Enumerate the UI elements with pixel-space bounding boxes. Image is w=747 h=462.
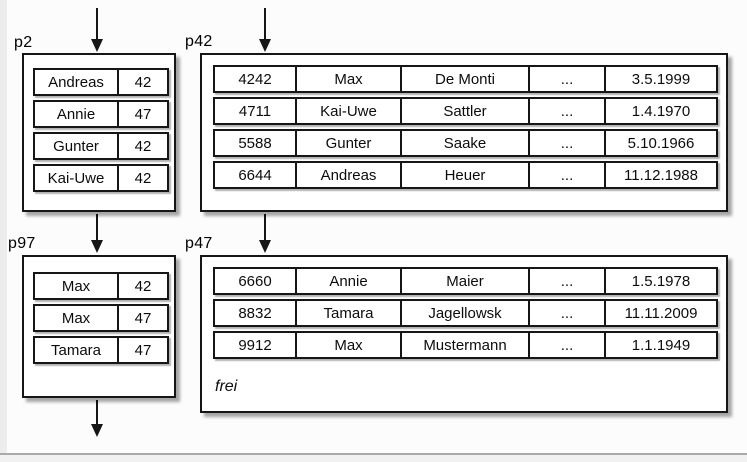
table-cell: Maier (402, 269, 530, 293)
arrow-out-of-p97-head-icon (91, 424, 103, 437)
table-cell: Annie (297, 269, 402, 293)
table-row: 5588 Gunter Saake ... 5.10.1966 (213, 129, 718, 157)
table-cell: 3.5.1999 (631, 70, 691, 88)
table-cell: ... (530, 269, 606, 293)
page-edge-strip (0, 0, 7, 460)
table-cell: ... (530, 67, 606, 91)
table-cell: Max (35, 306, 119, 330)
arrow-p42-to-p47-line (264, 214, 266, 242)
page-label-p97: p97 (8, 235, 36, 252)
table-row: 9912 Max Mustermann ... 1.1.1949 (213, 331, 718, 359)
table-row: Annie 47 (33, 100, 169, 128)
table-cell: 8832 (215, 301, 297, 325)
table-cell: Annie (35, 102, 119, 126)
page-box-p47: 6660 Annie Maier ... 1.5.1978 8832 Tamar… (200, 255, 728, 413)
page-p47-table: 6660 Annie Maier ... 1.5.1978 8832 Tamar… (213, 267, 718, 363)
table-cell: 5588 (215, 131, 297, 155)
table-cell: 4242 (215, 67, 297, 91)
free-space-label: frei (215, 378, 238, 395)
table-row: 6644 Andreas Heuer ... 11.12.1988 (213, 161, 718, 189)
arrow-p2-to-p97-line (96, 214, 98, 242)
table-cell: ... (530, 131, 606, 155)
table-cell: 47 (134, 341, 152, 359)
table-cell: 6660 (215, 269, 297, 293)
table-cell: 42 (134, 73, 152, 91)
page-box-p2: Andreas 42 Annie 47 Gunter 42 Kai-Uwe 42 (22, 53, 176, 212)
slide-bottom-border (0, 453, 747, 462)
table-cell: 47 (134, 309, 152, 327)
arrow-into-p2-line (96, 8, 98, 41)
table-cell: Max (297, 333, 402, 357)
table-cell: 1.5.1978 (631, 272, 691, 290)
arrow-into-p2-head-icon (91, 39, 103, 52)
table-cell: Tamara (35, 338, 119, 362)
table-cell: Gunter (35, 134, 119, 158)
table-cell: Kai-Uwe (35, 166, 119, 190)
table-cell: Heuer (402, 163, 530, 187)
table-cell: ... (530, 301, 606, 325)
table-row: Gunter 42 (33, 132, 169, 160)
arrow-out-of-p97-line (96, 400, 98, 426)
table-cell: 42 (134, 277, 152, 295)
table-cell: Jagellowsk (402, 301, 530, 325)
table-cell: 42 (134, 169, 152, 187)
table-row: Kai-Uwe 42 (33, 164, 169, 192)
table-row: 8832 Tamara Jagellowsk ... 11.11.2009 (213, 299, 718, 327)
table-cell: Gunter (297, 131, 402, 155)
table-cell: Tamara (297, 301, 402, 325)
page-label-p2: p2 (14, 34, 33, 51)
table-cell: ... (530, 99, 606, 123)
table-cell: Sattler (402, 99, 530, 123)
table-cell: 9912 (215, 333, 297, 357)
table-cell: Kai-Uwe (297, 99, 402, 123)
table-cell: Max (297, 67, 402, 91)
table-cell: 1.4.1970 (631, 102, 691, 120)
table-row: 4711 Kai-Uwe Sattler ... 1.4.1970 (213, 97, 718, 125)
table-cell: 42 (134, 137, 152, 155)
table-cell: 47 (134, 105, 152, 123)
table-cell: 5.10.1966 (627, 134, 695, 152)
page-p42-table: 4242 Max De Monti ... 3.5.1999 4711 Kai-… (213, 65, 718, 193)
arrow-into-p42-head-icon (259, 39, 271, 52)
table-cell: Mustermann (402, 333, 530, 357)
arrow-into-p42-line (264, 8, 266, 41)
page-box-p97: Max 42 Max 47 Tamara 47 (22, 255, 176, 398)
table-cell: Andreas (35, 70, 119, 94)
table-row: Tamara 47 (33, 336, 169, 364)
table-row: 4242 Max De Monti ... 3.5.1999 (213, 65, 718, 93)
table-cell: ... (530, 333, 606, 357)
page-p97-table: Max 42 Max 47 Tamara 47 (33, 272, 169, 368)
table-cell: Max (35, 274, 119, 298)
table-cell: 1.1.1949 (631, 336, 691, 354)
table-row: Max 42 (33, 272, 169, 300)
table-row: 6660 Annie Maier ... 1.5.1978 (213, 267, 718, 295)
table-row: Andreas 42 (33, 68, 169, 96)
table-cell: 11.12.1988 (624, 166, 698, 184)
table-cell: 4711 (215, 99, 297, 123)
table-cell: 11.11.2009 (624, 304, 698, 322)
arrow-p42-to-p47-head-icon (259, 240, 271, 253)
table-cell: ... (530, 163, 606, 187)
table-cell: Saake (402, 131, 530, 155)
page-label-p42: p42 (185, 33, 213, 50)
page-label-p47: p47 (185, 235, 213, 252)
table-cell: Andreas (297, 163, 402, 187)
page-box-p42: 4242 Max De Monti ... 3.5.1999 4711 Kai-… (200, 53, 728, 212)
arrow-p2-to-p97-head-icon (91, 240, 103, 253)
page-p2-table: Andreas 42 Annie 47 Gunter 42 Kai-Uwe 42 (33, 68, 169, 196)
table-row: Max 47 (33, 304, 169, 332)
table-cell: 6644 (215, 163, 297, 187)
table-cell: De Monti (402, 67, 530, 91)
